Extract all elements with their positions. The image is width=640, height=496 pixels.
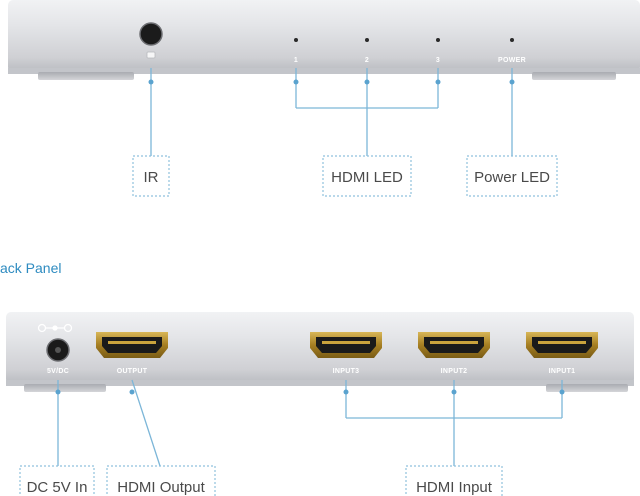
ir-sensor xyxy=(140,23,162,45)
hdmi-input3-label: INPUT3 xyxy=(333,368,360,375)
hdmi-input2-port xyxy=(418,332,490,358)
hdmi-output-label: OUTPUT xyxy=(117,368,148,375)
power-led-label: POWER xyxy=(498,57,526,64)
dc-polarity-icon xyxy=(37,323,73,333)
dc-port-label: 5V/DC xyxy=(47,368,69,375)
back-panel-foot-right xyxy=(546,384,628,392)
callout-ir-label: IR xyxy=(144,169,159,186)
callout-ir: IR xyxy=(132,155,170,197)
front-panel-foot-right xyxy=(532,72,616,80)
hdmi-output-port xyxy=(96,332,168,358)
back-panel-edge xyxy=(6,380,634,386)
hdmi-led-1 xyxy=(294,38,298,42)
dc-jack-ring xyxy=(46,338,70,362)
front-panel: 1 2 3 POWER xyxy=(8,0,640,80)
hdmi-input1-label: INPUT1 xyxy=(549,368,576,375)
front-connectors xyxy=(150,68,513,156)
front-panel-body xyxy=(8,0,640,72)
callout-hdmi-output: HDMI Output xyxy=(106,465,216,496)
hdmi-led-3 xyxy=(436,38,440,42)
hdmi-input3-port xyxy=(310,332,382,358)
callout-hdmi-input-label: HDMI Input xyxy=(416,479,493,496)
callout-hdmi-led: HDMI LED xyxy=(322,155,412,197)
hdmi-input2-label: INPUT2 xyxy=(441,368,468,375)
front-panel-foot-left xyxy=(38,72,134,80)
callout-dc-in: DC 5V In xyxy=(19,465,95,496)
back-panel: 5V/DC OUTPUT INPUT3 INPUT2 INPUT1 xyxy=(6,312,634,392)
hdmi-led-label-1: 1 xyxy=(294,57,298,64)
back-panel-foot-left xyxy=(24,384,106,392)
callout-hdmi-input: HDMI Input xyxy=(405,465,503,496)
hdmi-input1-port xyxy=(526,332,598,358)
section-title: ack Panel xyxy=(0,260,61,276)
callout-power-led-label: Power LED xyxy=(474,169,550,186)
hdmi-led-label-2: 2 xyxy=(365,57,369,64)
front-panel-edge xyxy=(8,68,640,74)
ir-window xyxy=(146,51,156,59)
power-led xyxy=(510,38,514,42)
ir-sensor-ring xyxy=(139,22,163,46)
callout-hdmi-output-label: HDMI Output xyxy=(117,479,205,496)
callout-power-led: Power LED xyxy=(466,155,558,197)
back-connector-dots xyxy=(55,389,565,395)
hdmi-led-2 xyxy=(365,38,369,42)
front-connector-dots xyxy=(148,79,515,85)
hdmi-led-label-3: 3 xyxy=(436,57,440,64)
dc-jack-pin xyxy=(55,347,61,353)
callout-hdmi-led-label: HDMI LED xyxy=(331,169,403,186)
callout-dc-in-label: DC 5V In xyxy=(27,479,88,496)
